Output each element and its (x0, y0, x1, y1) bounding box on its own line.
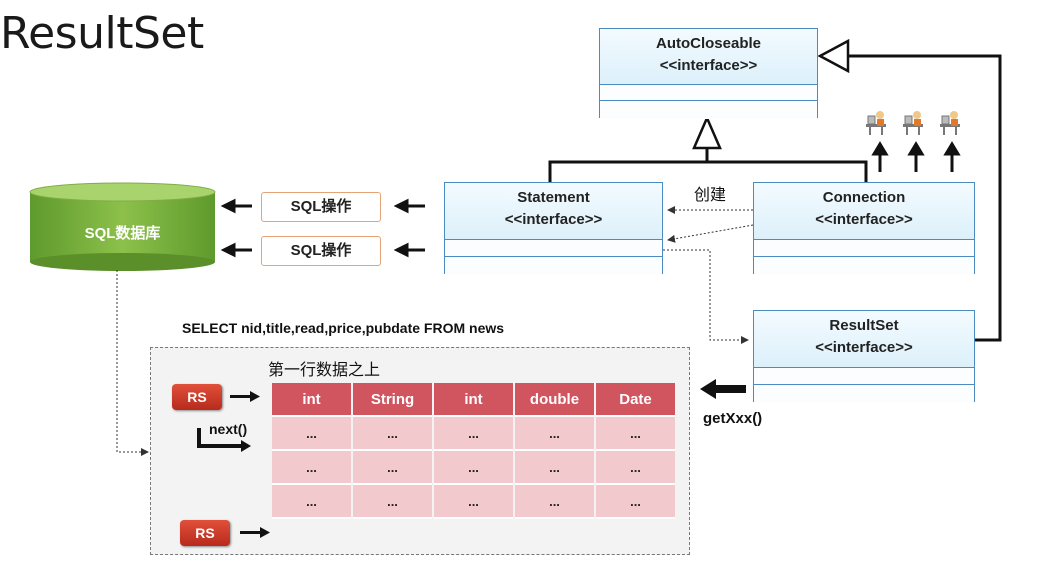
database-result-dotted (116, 270, 149, 456)
slide-title: ResultSet (0, 8, 204, 59)
table-cell: ... (272, 417, 351, 451)
table-cell: ... (434, 417, 513, 451)
create-label: 创建 (694, 187, 727, 204)
user-at-computer-icon (866, 111, 886, 135)
methods-section (754, 384, 974, 403)
first-row-label: 第一行数据之上 (268, 362, 381, 379)
rs-cursor-badge: RS (172, 384, 222, 410)
sql-op-arrows (220, 198, 425, 258)
methods-section (754, 256, 974, 275)
column-header: int (272, 383, 351, 417)
sql-query: SELECT nid,title,read,price,pubdate FROM… (182, 320, 505, 336)
table-cell: ... (353, 451, 432, 485)
attributes-section (445, 239, 662, 257)
database-label: SQL数据库 (84, 225, 161, 242)
attributes-section (754, 367, 974, 385)
statement-interface: Statement <<interface>> (444, 182, 663, 275)
table-cell: ... (272, 485, 351, 519)
interface-name: Connection (822, 189, 906, 206)
table-cell: ... (353, 485, 432, 519)
interface-name: ResultSet (829, 317, 899, 334)
table-cell: ... (515, 451, 594, 485)
rs-pointer-arrow (240, 527, 270, 538)
column-header: double (515, 383, 594, 417)
table-row: ... ... ... ... ... (272, 451, 675, 485)
inheritance-lines (548, 148, 868, 182)
column-header: String (353, 383, 432, 417)
sql-operation-box: SQL操作 (261, 192, 381, 222)
resultset-inheritance-triangle (817, 38, 850, 74)
resultset-inheritance-line (848, 54, 1002, 342)
table-cell: ... (272, 451, 351, 485)
table-cell: ... (515, 417, 594, 451)
resultset-interface: ResultSet <<interface>> (753, 310, 975, 403)
resultset-table: int String int double Date ... ... ... .… (270, 383, 677, 519)
inheritance-triangle (692, 114, 722, 150)
autocloseable-interface: AutoCloseable <<interface>> (599, 28, 818, 119)
interface-stereotype: <<interface>> (815, 211, 913, 228)
table-cell: ... (596, 451, 675, 485)
interface-stereotype: <<interface>> (659, 57, 758, 74)
table-row: ... ... ... ... ... (272, 485, 675, 519)
rs-cursor-badge-end: RS (180, 520, 230, 546)
table-cell: ... (515, 485, 594, 519)
connection-statement-dotted (667, 224, 754, 243)
attributes-section (600, 84, 817, 101)
table-cell: ... (596, 417, 675, 451)
column-header: int (434, 383, 513, 417)
table-header-row: int String int double Date (272, 383, 675, 417)
next-step-arrow (197, 428, 251, 452)
database-cylinder (29, 182, 216, 271)
interface-stereotype: <<interface>> (504, 211, 603, 228)
table-cell: ... (434, 451, 513, 485)
attributes-section (754, 239, 974, 257)
table-cell: ... (434, 485, 513, 519)
column-header: Date (596, 383, 675, 417)
table-cell: ... (353, 417, 432, 451)
user-up-arrows (871, 141, 961, 172)
getxxx-label: getXxx() (703, 410, 763, 427)
table-cell: ... (596, 485, 675, 519)
methods-section (445, 256, 662, 275)
rs-pointer-arrow (230, 391, 260, 402)
methods-section (600, 100, 817, 119)
interface-name: AutoCloseable (655, 35, 761, 52)
interface-stereotype: <<interface>> (815, 339, 913, 356)
interface-name: Statement (517, 189, 590, 206)
statement-resultset-dotted (663, 249, 749, 344)
table-row: ... ... ... ... ... (272, 417, 675, 451)
connection-interface: Connection <<interface>> (753, 182, 975, 275)
user-at-computer-icon (940, 111, 960, 135)
next-method-label: next() (209, 421, 248, 437)
getxxx-arrow (700, 379, 746, 399)
sql-operation-box: SQL操作 (261, 236, 381, 266)
user-at-computer-icon (903, 111, 923, 135)
